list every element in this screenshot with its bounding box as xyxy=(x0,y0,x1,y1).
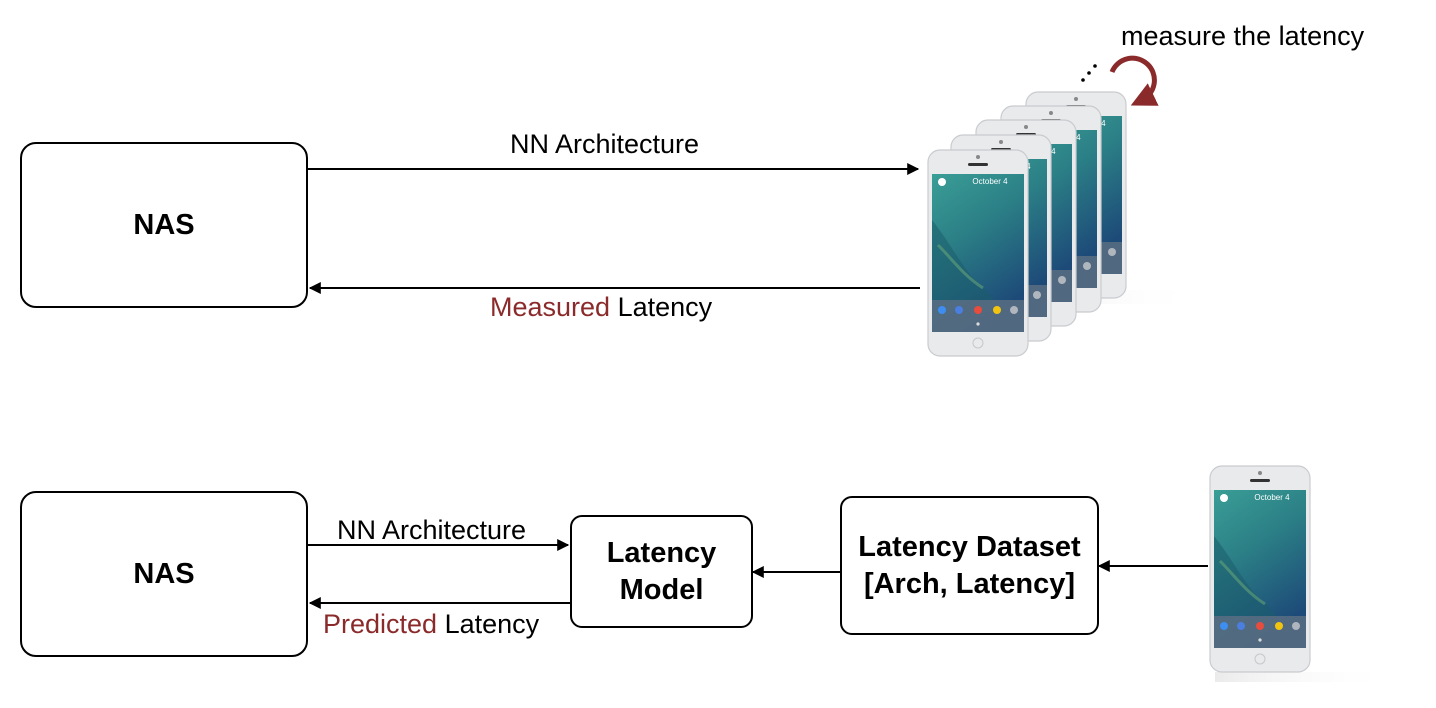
top-nas-label: NAS xyxy=(133,208,195,241)
top-latency-word: Latency xyxy=(610,292,713,322)
measure-latency-label: measure the latency xyxy=(1121,21,1365,51)
bottom-arch-label: NN Architecture xyxy=(337,515,527,545)
bottom-latency-label: Predicted Latency xyxy=(323,611,539,638)
latency-model-box: Latency Model xyxy=(570,515,753,628)
top-latency-label: Measured Latency xyxy=(490,294,712,321)
predicted-word: Predicted xyxy=(323,609,438,639)
rotate-arrow xyxy=(1109,55,1159,106)
phone-stack xyxy=(926,90,1200,358)
dataset-line1: Latency Dataset xyxy=(858,531,1081,564)
latency-dataset-box: Latency Dataset [Arch, Latency] xyxy=(840,496,1099,635)
single-phone xyxy=(1208,464,1395,682)
measured-word: Measured xyxy=(490,292,611,322)
bottom-latency-word: Latency xyxy=(437,609,540,639)
model-line2: Model xyxy=(619,573,704,606)
top-arch-label: NN Architecture xyxy=(510,129,700,159)
bottom-nas-box: NAS xyxy=(20,491,308,657)
stack-dots xyxy=(1081,64,1097,82)
top-nas-box: NAS xyxy=(20,142,308,308)
dataset-line2: [Arch, Latency] xyxy=(863,567,1076,600)
bottom-nas-label: NAS xyxy=(133,557,195,590)
model-line1: Latency xyxy=(606,537,717,570)
